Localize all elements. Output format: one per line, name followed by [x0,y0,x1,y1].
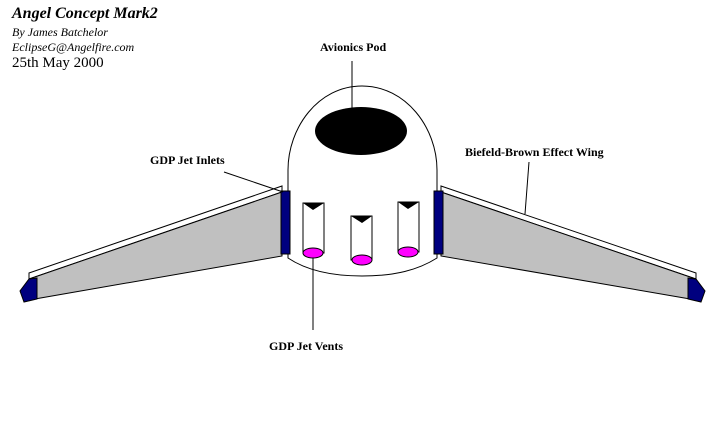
jet-vent-center [351,254,373,266]
left-wing [28,191,283,301]
avionics-pod [315,107,407,155]
email-line: EclipseG@Angelfire.com [12,40,135,54]
left-wingtip [19,277,38,303]
avionics-pod-label: Avionics Pod [320,40,387,54]
diagram-title: Angel Concept Mark2 [12,5,158,22]
jet-tube-left [302,202,325,259]
jet-tube-right [397,201,420,258]
jet-vent-left [302,247,324,259]
author-line: By James Batchelor [12,25,108,39]
right-wing [440,191,697,301]
wing-label: Biefeld-Brown Effect Wing [465,145,604,159]
wing-leader [524,161,530,215]
right-wingtip [687,277,706,303]
left-jet-inlet [280,190,291,255]
jet-inlets-leader [223,171,284,193]
jet-vents-label: GDP Jet Vents [269,339,344,353]
title-block: Angel Concept Mark2 By James Batchelor E… [12,6,158,71]
jet-tube-center [350,215,373,266]
right-jet-inlet [433,190,444,255]
jet-inlets-label: GDP Jet Inlets [150,153,225,167]
jet-vent-right [397,246,419,258]
date-line: 25th May 2000 [12,55,104,71]
